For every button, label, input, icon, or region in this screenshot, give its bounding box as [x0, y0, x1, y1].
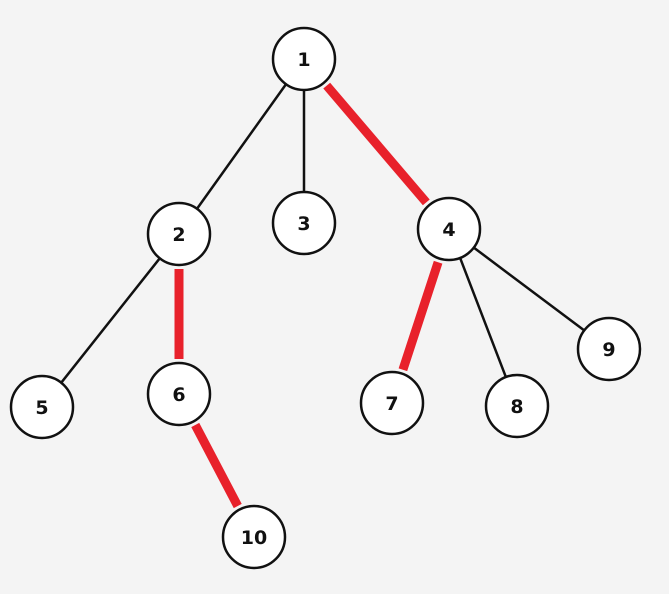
node-label: 3	[297, 213, 310, 235]
node-8: 8	[484, 373, 550, 439]
node-label: 8	[510, 396, 523, 418]
node-label: 1	[297, 49, 310, 71]
node-label: 2	[172, 224, 185, 246]
nodes-layer: 1 2 3 4 5 6 7 8 9 10	[9, 26, 642, 570]
node-label: 9	[602, 339, 615, 361]
node-circle	[271, 190, 337, 256]
edges-layer	[59, 82, 586, 509]
node-circle	[221, 504, 287, 570]
node-label: 7	[385, 393, 398, 415]
node-circle	[271, 26, 337, 92]
edge-1-4-highlighted	[323, 82, 430, 206]
node-4: 4	[416, 196, 482, 262]
node-label: 5	[35, 397, 48, 419]
node-circle	[359, 370, 425, 436]
node-circle	[576, 316, 642, 382]
node-7: 7	[359, 370, 425, 436]
edge-4-8	[458, 256, 508, 379]
node-circle	[484, 373, 550, 439]
edge-2-5	[59, 257, 162, 384]
node-circle	[9, 374, 75, 440]
node-circle	[416, 196, 482, 262]
edge-4-7-highlighted	[398, 260, 443, 372]
node-label: 10	[241, 527, 267, 549]
node-10: 10	[221, 504, 287, 570]
node-label: 6	[172, 384, 185, 406]
node-3: 3	[271, 190, 337, 256]
node-1: 1	[271, 26, 337, 92]
edge-1-2	[195, 82, 288, 211]
node-6: 6	[146, 361, 212, 427]
node-circle	[146, 361, 212, 427]
edge-4-9	[472, 246, 586, 332]
node-9: 9	[576, 316, 642, 382]
node-5: 5	[9, 374, 75, 440]
node-circle	[146, 201, 212, 267]
node-label: 4	[442, 219, 455, 241]
node-2: 2	[146, 201, 212, 267]
edge-6-10-highlighted	[191, 422, 242, 509]
